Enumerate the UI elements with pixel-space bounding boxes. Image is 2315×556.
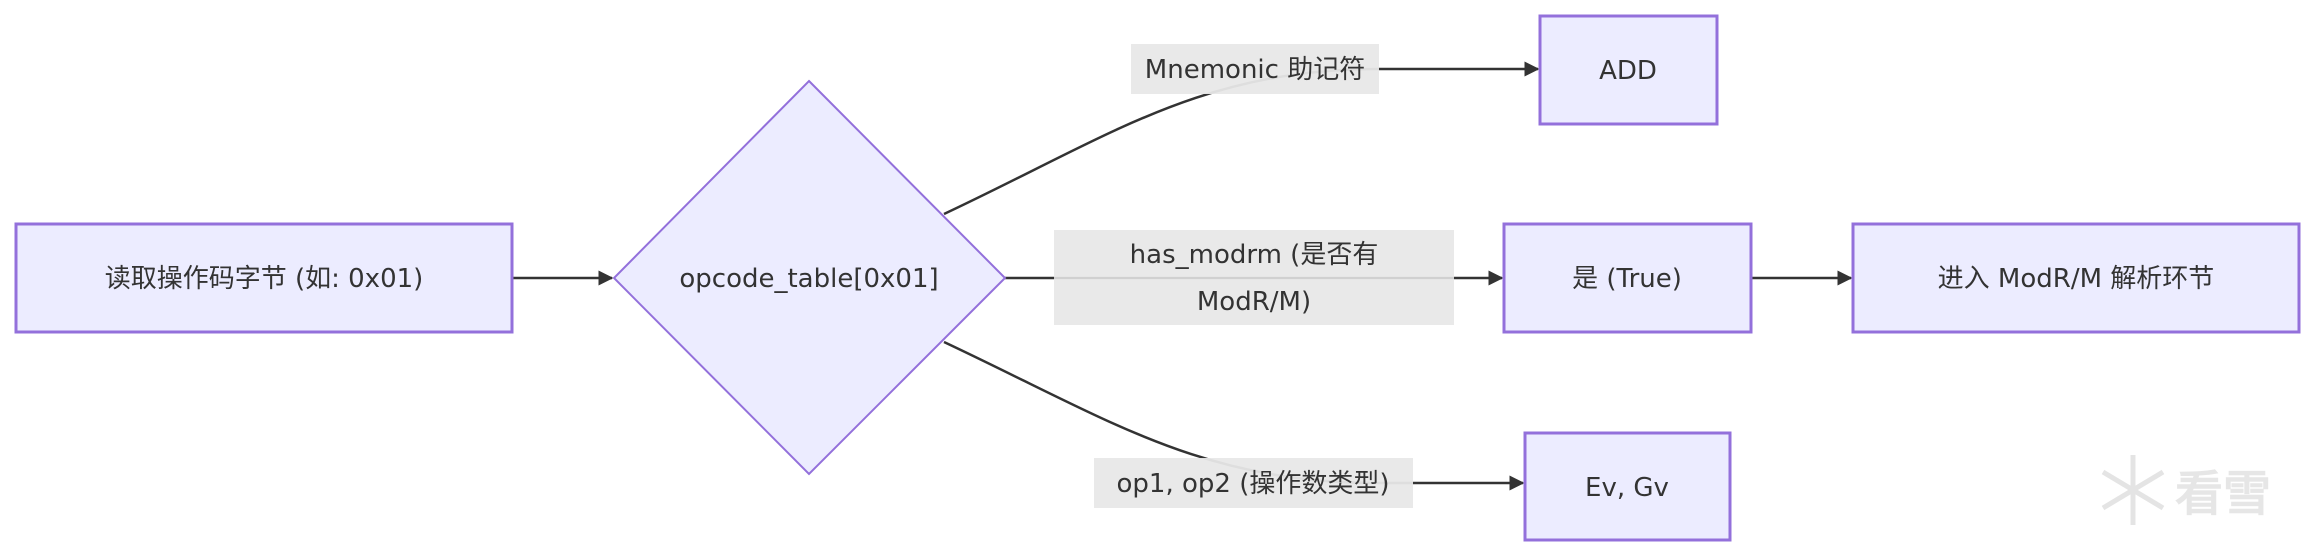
node-read-opcode: 读取操作码字节 (如: 0x01) bbox=[14, 222, 514, 334]
node-decision-label: opcode_table[0x01] bbox=[679, 264, 938, 294]
node-modrm-stage: 进入 ModR/M 解析环节 bbox=[1851, 222, 2301, 334]
node-mnemonic-result: ADD bbox=[1538, 14, 1719, 126]
edge-label-mnemonic: Mnemonic 助记符 bbox=[1131, 44, 1379, 94]
edge-label-operands: op1, op2 (操作数类型) bbox=[1094, 458, 1413, 508]
watermark-text: 看雪 bbox=[2175, 466, 2271, 522]
edge-label-has-modrm-line2: ModR/M) bbox=[1197, 287, 1311, 317]
watermark: 看雪 bbox=[2101, 455, 2271, 525]
node-mnemonic-result-label: ADD bbox=[1599, 56, 1657, 86]
node-decision: opcode_table[0x01] bbox=[612, 79, 1007, 476]
edge-label-mnemonic-text: Mnemonic 助记符 bbox=[1145, 55, 1365, 85]
node-read-opcode-label: 读取操作码字节 (如: 0x01) bbox=[105, 264, 424, 294]
node-operands-result-label: Ev, Gv bbox=[1585, 473, 1669, 503]
edge-label-has-modrm-line1: has_modrm (是否有 bbox=[1130, 240, 1379, 270]
node-has-modrm-result: 是 (True) bbox=[1502, 222, 1753, 334]
node-modrm-stage-label: 进入 ModR/M 解析环节 bbox=[1938, 264, 2215, 294]
edge-label-has-modrm: has_modrm (是否有 ModR/M) bbox=[1054, 230, 1454, 325]
edge-label-operands-text: op1, op2 (操作数类型) bbox=[1117, 469, 1390, 499]
snowflake-icon bbox=[2101, 455, 2165, 525]
node-has-modrm-result-label: 是 (True) bbox=[1572, 264, 1682, 294]
node-operands-result: Ev, Gv bbox=[1523, 431, 1732, 542]
